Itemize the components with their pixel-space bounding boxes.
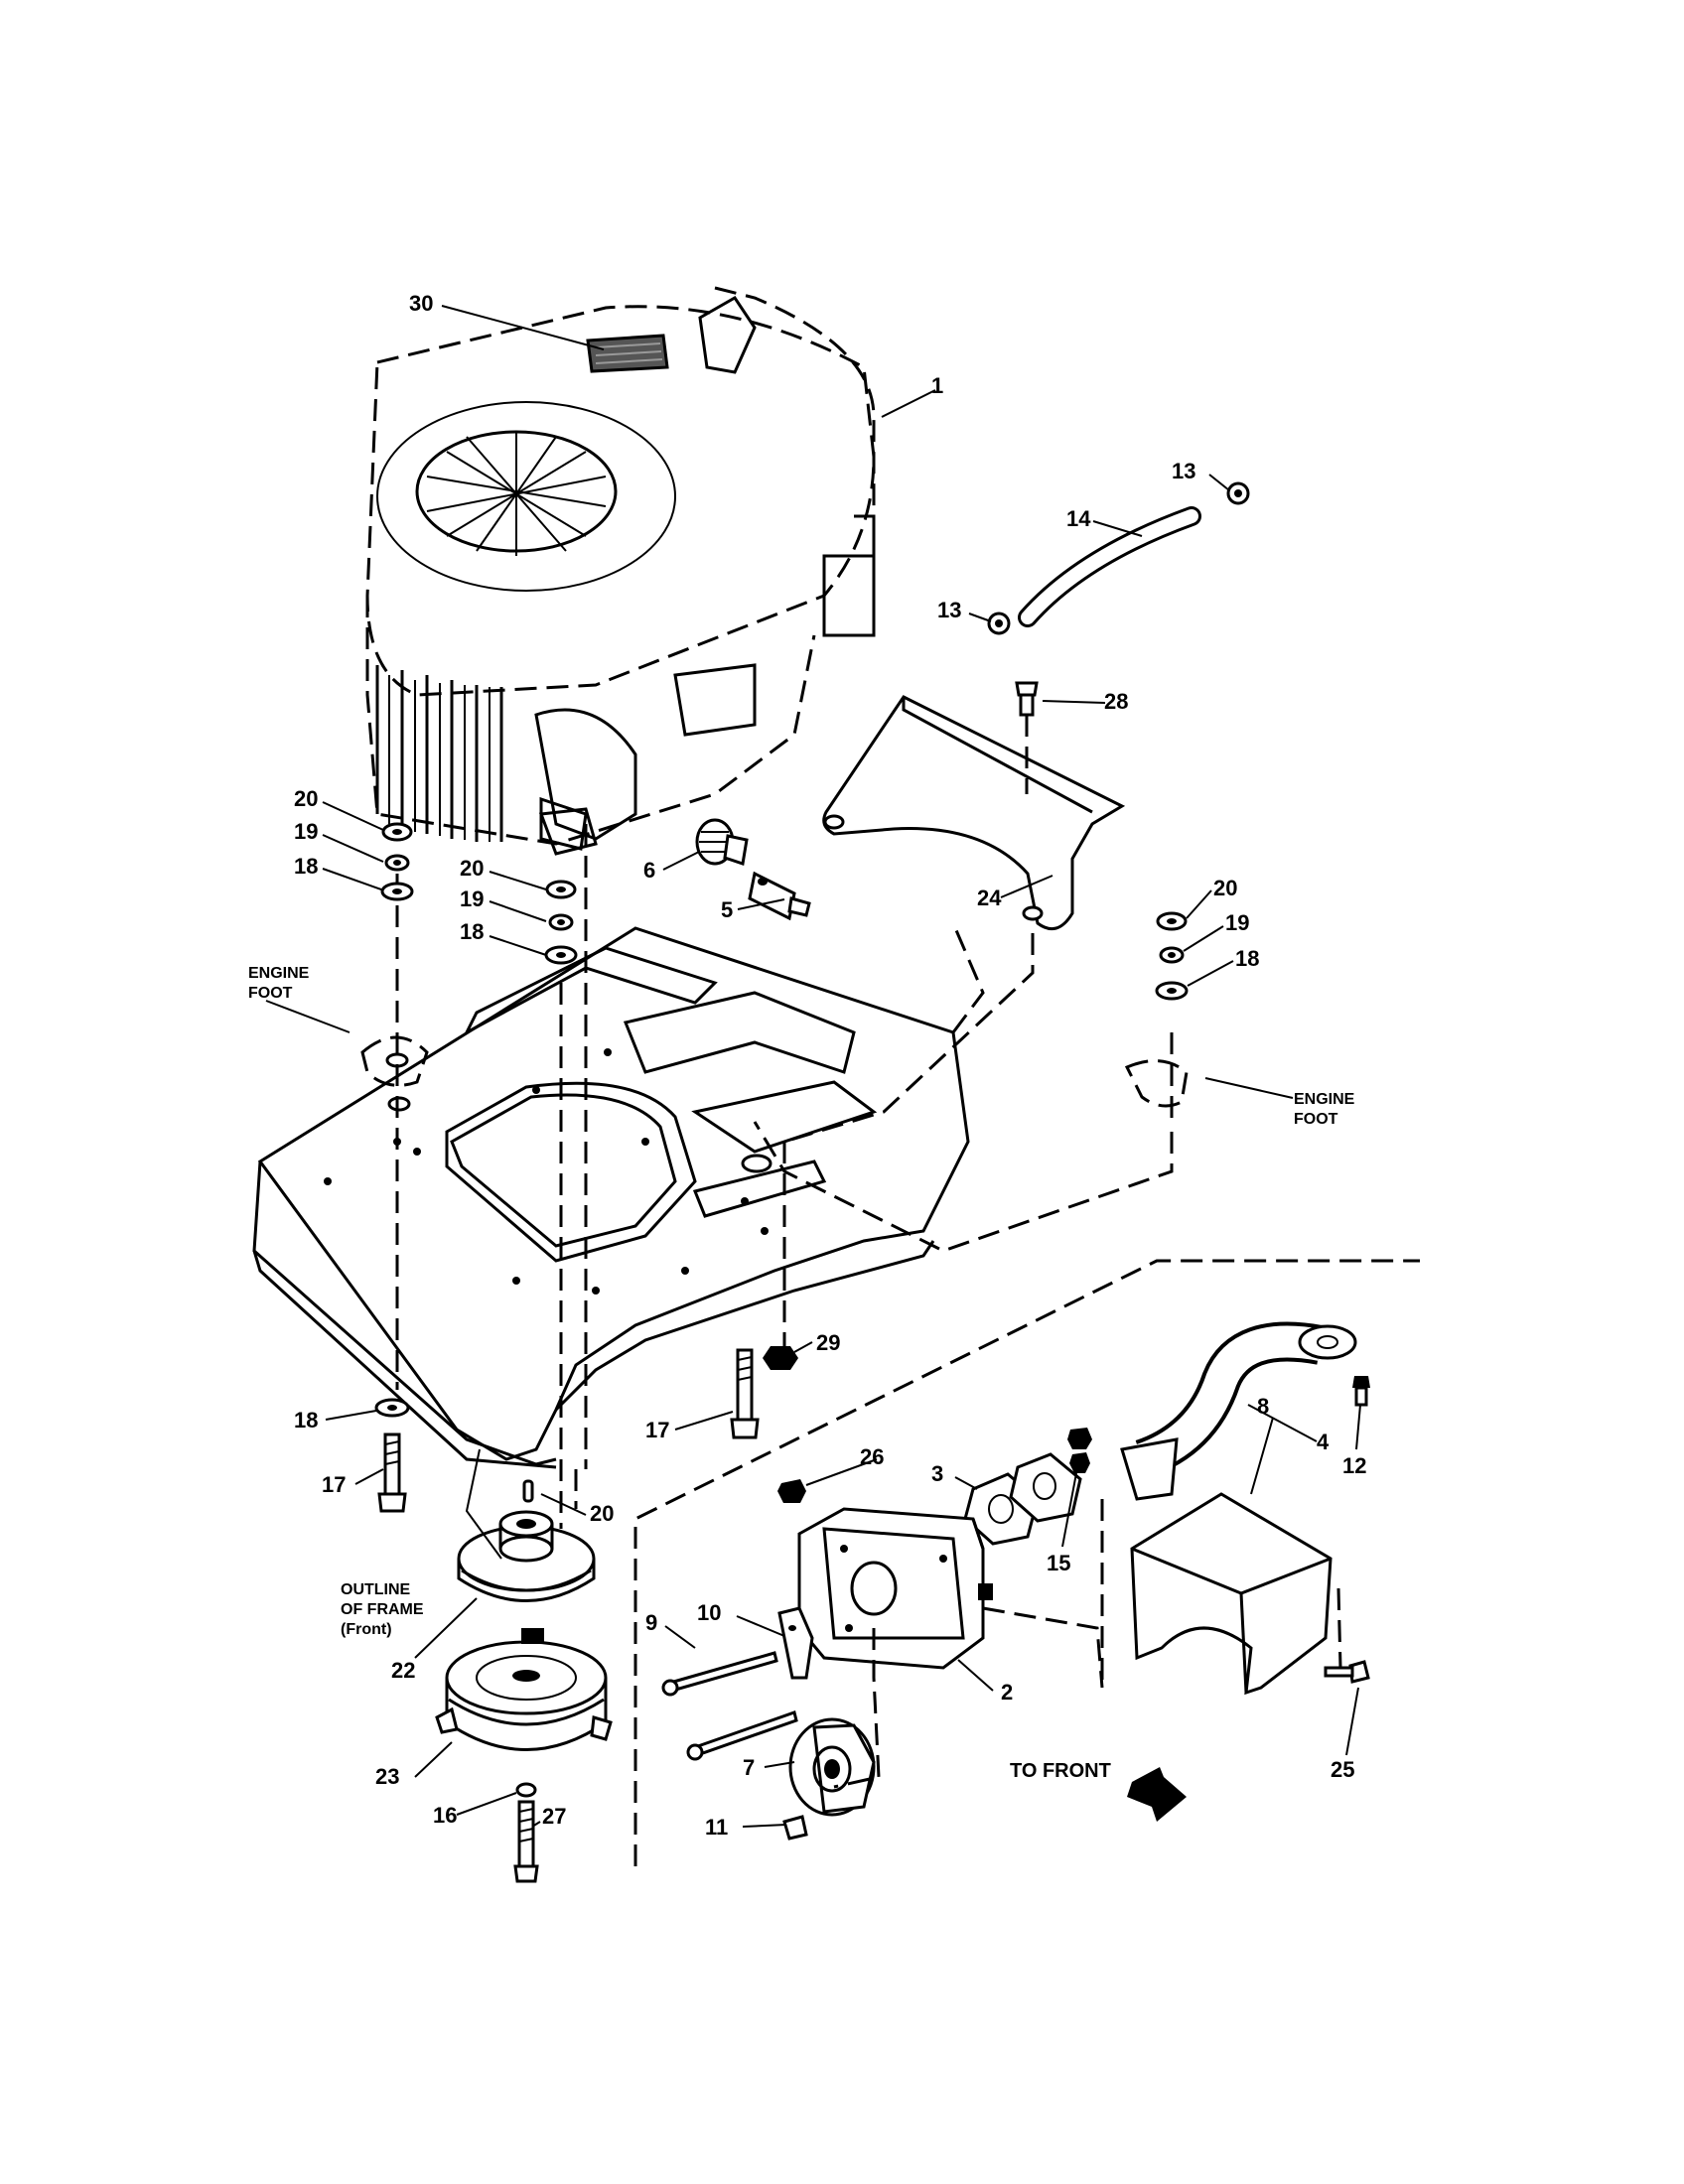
callout-labels: 30 1 13 14 13 28 24 6 5 20 19 18 20 19 1… <box>294 291 1366 1840</box>
callout-2: 2 <box>1001 1680 1013 1705</box>
callout-29: 29 <box>816 1330 840 1355</box>
exhaust-pipe-4 <box>1120 1321 1357 1501</box>
pulley-22 <box>457 1510 596 1602</box>
captions: ENGINE FOOT ENGINE FOOT OUTLINE OF FRAME… <box>248 965 1355 1782</box>
outline-of-frame-label-line1: OUTLINE <box>341 1581 411 1598</box>
callout-14: 14 <box>1066 506 1091 531</box>
to-front-arrow-icon <box>1127 1767 1187 1822</box>
callout-27: 27 <box>542 1804 566 1829</box>
engine-foot-right-label-line1: ENGINE <box>1294 1091 1355 1108</box>
callout-20-left: 20 <box>294 786 318 811</box>
washer-16 <box>515 1782 537 1798</box>
to-front-label: TO FRONT <box>1010 1760 1111 1782</box>
center-mount-stack <box>544 880 578 965</box>
bolt-25 <box>1324 1660 1370 1684</box>
right-mount-stack <box>1155 911 1189 1001</box>
left-mount-stack <box>380 822 414 901</box>
callout-6: 6 <box>643 858 655 883</box>
bolt-28 <box>1015 681 1039 794</box>
gaskets-3 <box>963 1452 1082 1546</box>
outline-of-frame-label-line3: (Front) <box>341 1621 392 1638</box>
heat-shield-8 <box>1130 1492 1333 1696</box>
callout-26: 26 <box>860 1444 884 1469</box>
callout-20-center: 20 <box>460 856 484 881</box>
screw-11 <box>782 1815 808 1841</box>
bolt-27 <box>513 1800 539 1883</box>
callout-15: 15 <box>1047 1551 1070 1575</box>
callout-17-center: 17 <box>645 1418 669 1442</box>
callout-22: 22 <box>391 1658 415 1683</box>
callout-7: 7 <box>743 1755 755 1780</box>
callout-16: 16 <box>433 1803 457 1828</box>
callout-17-left: 17 <box>322 1472 346 1497</box>
nut-29 <box>763 1346 798 1370</box>
callout-25: 25 <box>1331 1757 1354 1782</box>
bolt-left <box>374 1398 410 1513</box>
fitting-6 <box>695 818 749 866</box>
callout-4: 4 <box>1317 1430 1330 1454</box>
engine-decal <box>586 334 669 373</box>
outline-of-frame-label-line2: OF FRAME <box>341 1601 424 1618</box>
callout-1: 1 <box>931 373 943 398</box>
frame <box>252 922 985 1469</box>
callout-19-right: 19 <box>1225 910 1249 935</box>
engine-foot-left-label-line1: ENGINE <box>248 965 310 982</box>
muffler-dashed-links <box>833 1499 1342 1789</box>
callout-13-lower: 13 <box>937 598 961 622</box>
muffler-bounding-box <box>633 1259 1420 1866</box>
bolts-9 <box>661 1651 798 1761</box>
callout-18-bottom: 18 <box>294 1408 318 1433</box>
callout-23: 23 <box>375 1764 399 1789</box>
engine-foot-right-label-line2: FOOT <box>1294 1111 1338 1128</box>
callout-18-right: 18 <box>1235 946 1259 971</box>
callout-19-center: 19 <box>460 887 484 911</box>
leader-lines <box>265 305 1361 1828</box>
alignment-lines <box>395 824 1174 1529</box>
fitting-5 <box>748 871 811 921</box>
bolt-12 <box>1352 1376 1370 1407</box>
nut-26 <box>777 1479 806 1503</box>
spark-arrestor-7 <box>788 1717 876 1817</box>
nut-15 <box>1067 1428 1092 1473</box>
engine-foot-left-label-line2: FOOT <box>248 985 293 1002</box>
fuel-hose-14 <box>1018 506 1201 627</box>
callout-11: 11 <box>705 1815 728 1840</box>
bracket-10 <box>777 1606 814 1680</box>
callout-13-upper: 13 <box>1172 459 1195 483</box>
callout-18-left: 18 <box>294 854 318 879</box>
muffler-2 <box>797 1507 993 1670</box>
callout-30: 30 <box>409 291 433 316</box>
clutch-23 <box>435 1628 613 1751</box>
engine-foot-right <box>1124 1059 1189 1108</box>
engine-foot-left <box>360 1035 429 1112</box>
bracket-24 <box>822 695 1126 931</box>
callout-24: 24 <box>977 886 1002 910</box>
clamp-13-lower <box>987 612 1011 635</box>
callout-28: 28 <box>1104 689 1128 714</box>
callout-9: 9 <box>645 1610 657 1635</box>
engine-assembly <box>365 286 876 856</box>
callout-21: 20 <box>590 1501 614 1526</box>
callout-3: 3 <box>931 1461 943 1486</box>
callout-12: 12 <box>1342 1453 1366 1478</box>
clamp-13-upper <box>1226 481 1250 505</box>
bolt-center <box>730 1348 760 1439</box>
callout-20-right: 20 <box>1213 876 1237 900</box>
key-21 <box>522 1479 534 1503</box>
callout-10: 10 <box>697 1600 721 1625</box>
callout-18-center: 18 <box>460 919 484 944</box>
callout-8: 8 <box>1257 1394 1269 1419</box>
callout-19-left: 19 <box>294 819 318 844</box>
callout-5: 5 <box>721 897 733 922</box>
